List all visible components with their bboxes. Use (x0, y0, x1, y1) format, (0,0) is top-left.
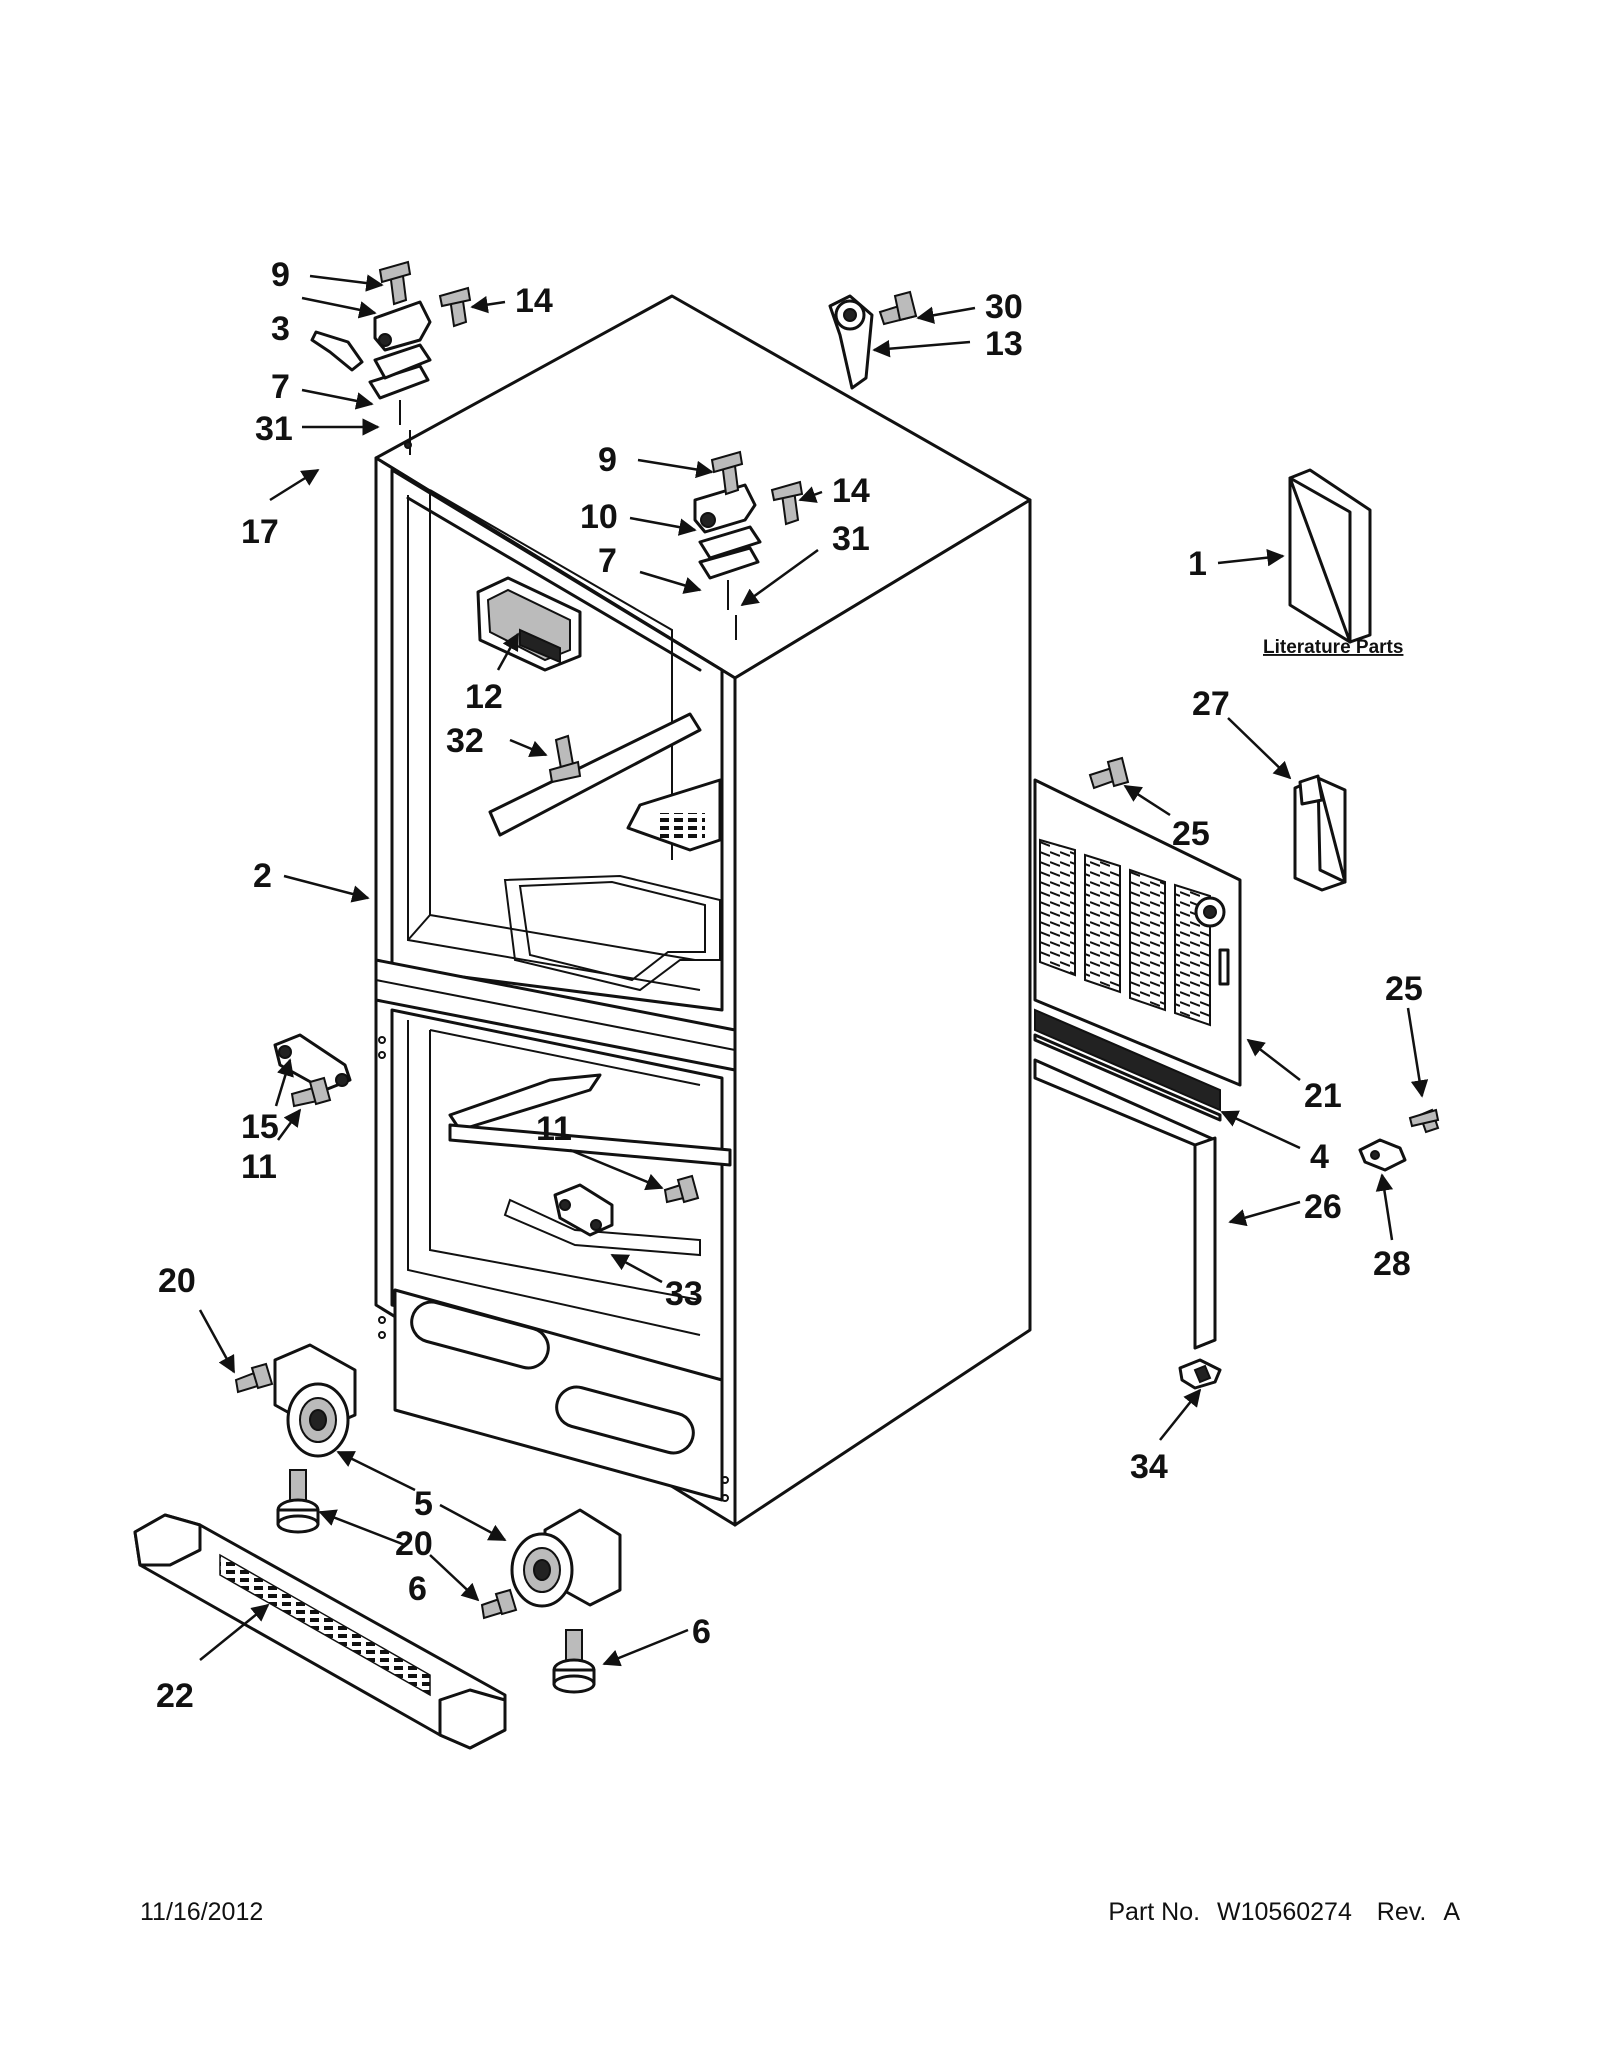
callout-32: 32 (446, 722, 484, 760)
literature-parts-label: Literature Parts (1263, 637, 1403, 658)
footer-date: 11/16/2012 (140, 1898, 264, 1926)
hinge-strap (310, 330, 364, 372)
callout-7-center: 7 (598, 542, 617, 580)
screw-32 (548, 734, 582, 784)
callout-6-left: 6 (408, 1570, 427, 1608)
top-hinge-center (693, 450, 804, 640)
bracket-33 (553, 1174, 700, 1237)
callout-33: 33 (665, 1275, 703, 1313)
callout-20-left: 20 (158, 1262, 196, 1300)
cabinet (374, 294, 1032, 1527)
callout-14-center: 14 (832, 472, 870, 510)
callout-12: 12 (465, 678, 503, 716)
callout-6-right: 6 (692, 1613, 711, 1651)
callout-22: 22 (156, 1677, 194, 1715)
callout-13: 13 (985, 325, 1023, 363)
callouts: 9 14 3 7 31 17 30 13 9 14 10 7 31 12 32 … (156, 256, 1423, 1715)
literature-parts (1288, 468, 1372, 644)
callout-11-left: 11 (241, 1148, 277, 1186)
rear-grille-panel (1033, 756, 1242, 1087)
top-right-bracket (828, 290, 918, 390)
clamp-28 (1358, 1108, 1440, 1172)
callout-9-left: 9 (271, 256, 290, 294)
callout-30: 30 (985, 288, 1023, 326)
callout-17: 17 (241, 513, 279, 551)
callout-26: 26 (1304, 1188, 1342, 1226)
toe-grille-22 (133, 1513, 507, 1750)
top-hinge-left (368, 260, 472, 455)
callout-2: 2 (253, 857, 272, 895)
leader-lines (198, 274, 1429, 1667)
callout-21: 21 (1304, 1077, 1342, 1115)
gasket-strip-4 (1034, 1008, 1221, 1112)
callout-4: 4 (1310, 1138, 1329, 1176)
callout-14-left: 14 (515, 282, 553, 320)
callout-7-left: 7 (271, 368, 290, 406)
callout-15: 15 (241, 1108, 279, 1146)
callout-5: 5 (414, 1485, 433, 1523)
callout-31-center: 31 (832, 520, 870, 558)
roller-right (480, 1508, 622, 1694)
clip-34 (1178, 1358, 1222, 1390)
callout-20-center: 20 (395, 1525, 433, 1563)
callout-27: 27 (1192, 685, 1230, 723)
rev-label: Rev. (1376, 1898, 1427, 1926)
callout-9-center: 9 (598, 441, 617, 479)
callout-25-top: 25 (1172, 815, 1210, 853)
callout-31-left: 31 (255, 410, 293, 448)
callout-25-right: 25 (1385, 970, 1423, 1008)
footer-part-number: Part No. W10560274 Rev. A (1108, 1898, 1460, 1927)
part-no-label: Part No. (1108, 1898, 1201, 1926)
callout-1: 1 (1188, 545, 1207, 583)
callout-28: 28 (1373, 1245, 1411, 1283)
rev-value: A (1443, 1898, 1460, 1926)
bracket-15 (273, 1033, 352, 1108)
callout-11-center: 11 (536, 1110, 572, 1148)
roller-left (234, 1343, 357, 1534)
callout-10: 10 (580, 498, 618, 536)
callout-3: 3 (271, 310, 290, 348)
clip-27 (1293, 774, 1347, 892)
part-no-value: W10560274 (1217, 1898, 1352, 1926)
callout-34: 34 (1130, 1448, 1168, 1486)
